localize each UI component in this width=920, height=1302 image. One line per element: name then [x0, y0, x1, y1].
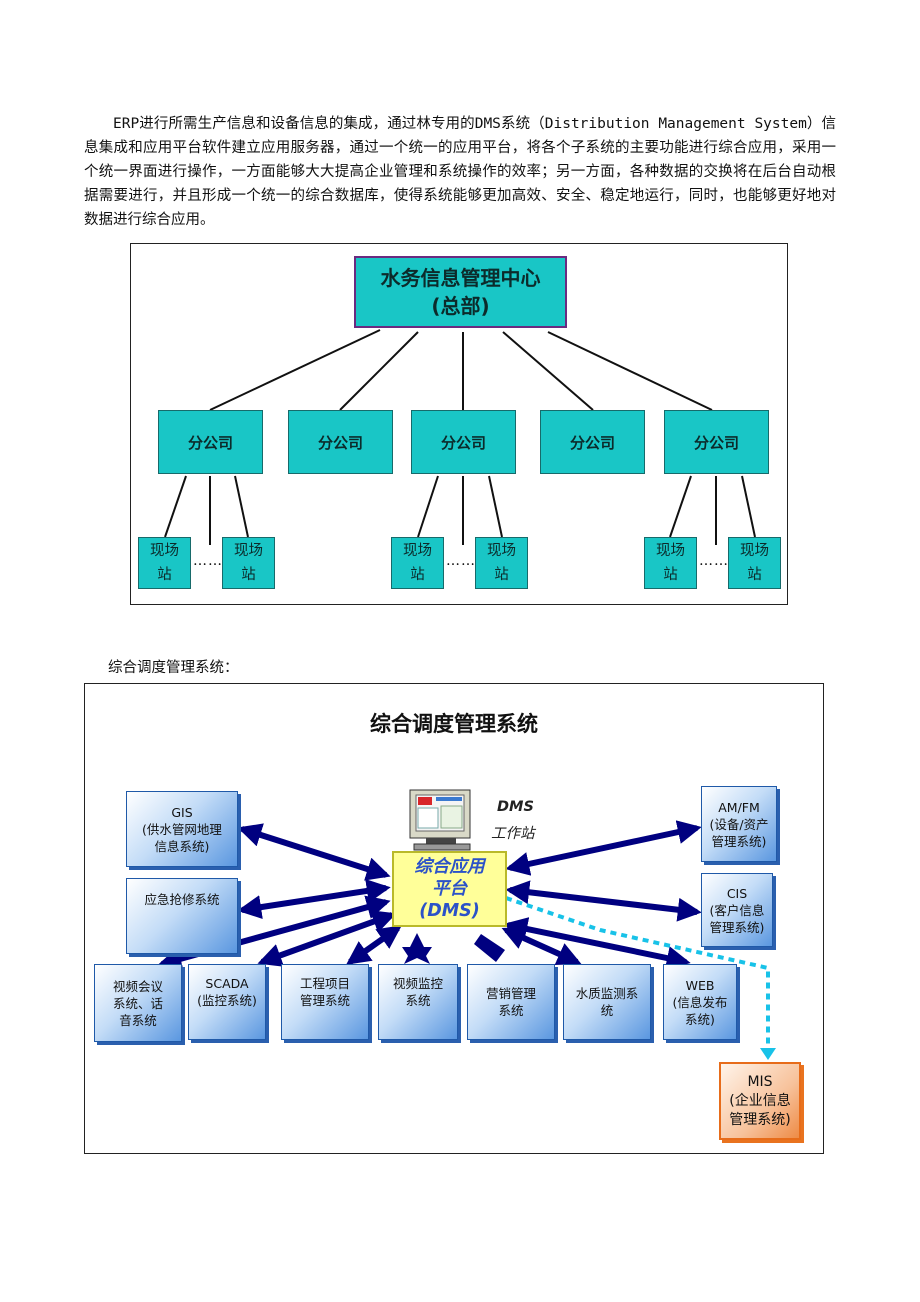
ellipsis: …… [699, 553, 729, 569]
video-conference-box: 视频会议 系统、话 音系统 [94, 964, 182, 1042]
video-monitoring-box: 视频监控 系统 [378, 964, 458, 1040]
box-label: SCADA [205, 976, 249, 991]
site-label: 站 [494, 567, 509, 583]
workstation-label: DMS [497, 799, 534, 815]
box-label: 管理系统 [299, 993, 350, 1008]
site-label: 站 [663, 567, 678, 583]
box-label: 信息系统) [154, 838, 210, 854]
box-label: 系统 [405, 993, 431, 1008]
emergency-box: 应急抢修系统 [126, 878, 238, 954]
box-label: 管理系统) [729, 1111, 791, 1128]
box-label: 系统 [498, 1003, 524, 1018]
branch-box-2: 分公司 [288, 410, 393, 474]
box-label: 视频监控 [392, 976, 443, 991]
box-label: 应急抢修系统 [144, 892, 220, 907]
cis-box: CIS (客户信息 管理系统) [701, 873, 773, 947]
workstation-icon [409, 789, 471, 851]
diagram-title: 综合调度管理系统 [370, 712, 538, 736]
branch-box-3: 分公司 [411, 410, 516, 474]
box-label: 管理系统) [711, 833, 767, 849]
center-label: (DMS) [419, 901, 480, 921]
site-label: 现场 [234, 543, 263, 559]
site-label: 站 [157, 567, 172, 583]
site-box: 现场站 [222, 537, 275, 589]
gis-box: GIS (供水管网地理 信息系统) [126, 791, 238, 867]
box-label: (监控系统) [197, 993, 257, 1008]
hq-title: 水务信息管理中心 [380, 266, 541, 290]
box-label: 管理系统) [709, 919, 765, 935]
site-label: 站 [410, 567, 425, 583]
ellipsis: …… [446, 553, 476, 569]
section-caption: 综合调度管理系统： [108, 660, 239, 676]
site-box: 现场站 [391, 537, 444, 589]
box-label: (供水管网地理 [142, 821, 222, 837]
site-label: 现场 [150, 543, 179, 559]
box-label: 系统、话 [112, 995, 163, 1011]
branch-box-1: 分公司 [158, 410, 263, 474]
site-label: 现场 [403, 543, 432, 559]
site-box: 现场站 [644, 537, 697, 589]
box-label: WEB [685, 977, 715, 993]
box-label: (设备/资产 [709, 816, 769, 832]
box-label: CIS [726, 885, 748, 901]
box-label: 工程项目 [299, 976, 350, 991]
center-platform-box: 综合应用 平台 (DMS) [392, 851, 507, 927]
box-label: (信息发布 [672, 994, 728, 1010]
box-label: (企业信息 [729, 1092, 791, 1109]
hq-subtitle: (总部) [431, 294, 490, 318]
dms-diagram-frame [84, 683, 824, 1154]
mis-box: MIS (企业信息 管理系统) [719, 1062, 801, 1140]
box-label: (客户信息 [709, 902, 765, 918]
site-label: 站 [241, 567, 256, 583]
org-chart-frame [130, 243, 788, 605]
box-label: AM/FM [718, 799, 760, 815]
site-label: 现场 [487, 543, 516, 559]
hq-box: 水务信息管理中心 (总部) [354, 256, 567, 328]
site-label: 现场 [740, 543, 769, 559]
box-label: 水质监测系 [575, 986, 639, 1001]
branch-box-4: 分公司 [540, 410, 645, 474]
site-box: 现场站 [138, 537, 191, 589]
site-label: 现场 [656, 543, 685, 559]
web-box: WEB (信息发布 系统) [663, 964, 737, 1040]
branch-box-5: 分公司 [664, 410, 769, 474]
center-label: 综合应用 [414, 857, 485, 877]
project-management-box: 工程项目 管理系统 [281, 964, 369, 1040]
water-quality-box: 水质监测系 统 [563, 964, 651, 1040]
box-label: MIS [747, 1073, 773, 1090]
box-label: 统 [600, 1003, 614, 1018]
box-label: 视频会议 [112, 978, 163, 994]
amfm-box: AM/FM (设备/资产 管理系统) [701, 786, 777, 862]
intro-paragraph: ERP进行所需生产信息和设备信息的集成，通过林专用的DMS系统（Distribu… [84, 116, 836, 228]
site-box: 现场站 [475, 537, 528, 589]
box-label: 音系统 [119, 1012, 157, 1028]
site-box: 现场站 [728, 537, 781, 589]
box-label: 系统) [685, 1011, 715, 1027]
site-label: 站 [747, 567, 762, 583]
center-label: 平台 [432, 879, 467, 899]
scada-box: SCADA (监控系统) [188, 964, 266, 1040]
ellipsis: …… [193, 553, 223, 569]
box-label: GIS [171, 804, 193, 820]
marketing-box: 营销管理 系统 [467, 964, 555, 1040]
box-label: 营销管理 [485, 986, 536, 1001]
